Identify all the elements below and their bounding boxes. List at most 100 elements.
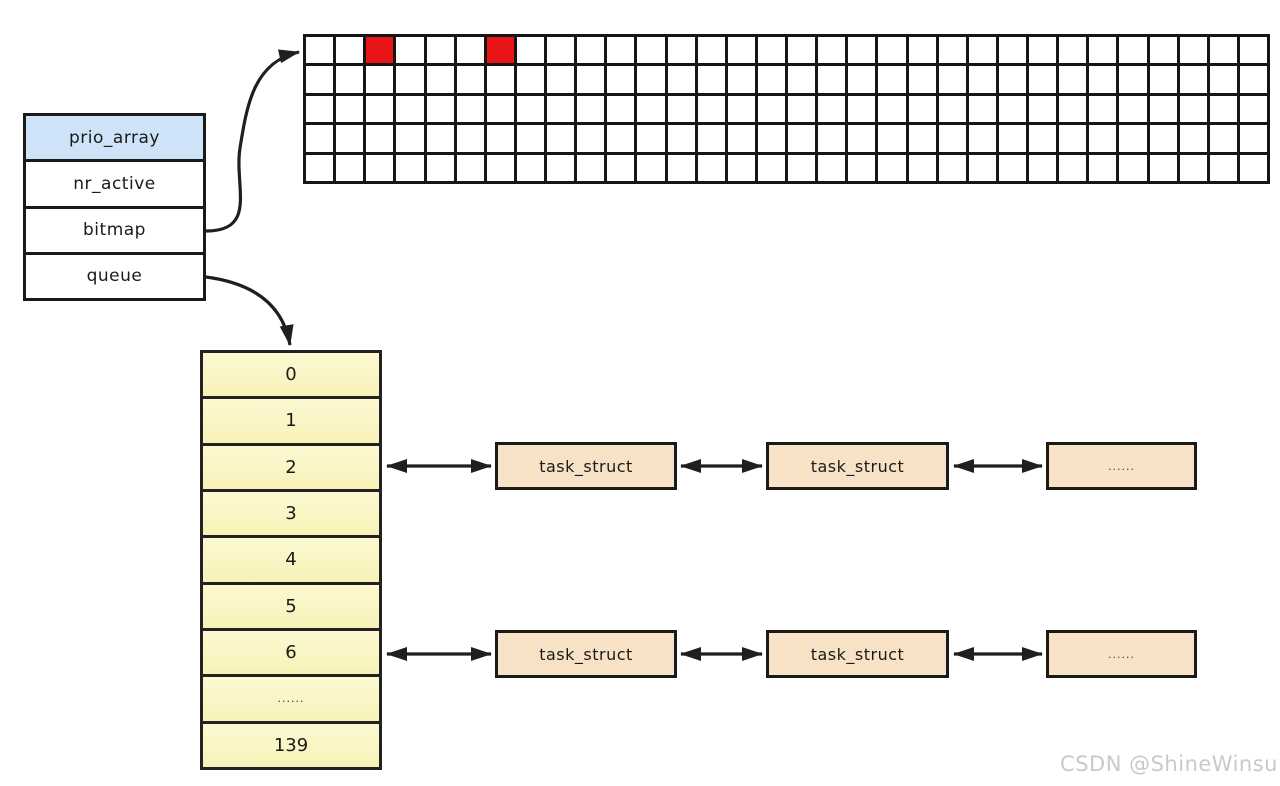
bitmap-cell	[1089, 95, 1117, 123]
bitmap-cell	[547, 154, 575, 181]
bitmap-cell	[516, 154, 544, 181]
bitmap-cell	[878, 154, 906, 181]
queue-row-0: 0	[203, 353, 379, 400]
bitmap-cell	[1029, 37, 1057, 64]
struct-row-nr_active: nr_active	[26, 162, 203, 209]
bitmap-cell	[1119, 37, 1147, 64]
bitmap-cell	[1179, 66, 1207, 93]
bitmap-cell	[697, 125, 725, 152]
bitmap-cell	[848, 125, 876, 152]
bitmap-cell	[1149, 37, 1177, 64]
bitmap-cell	[426, 154, 454, 181]
struct-row-queue: queue	[26, 254, 203, 298]
bitmap-cell	[908, 95, 936, 123]
bitmap-cell	[727, 66, 755, 93]
bitmap-cell	[818, 125, 846, 152]
bitmap-cell	[366, 154, 394, 181]
bitmap-cell	[396, 154, 424, 181]
bitmap-cell	[336, 37, 364, 64]
bitmap-cell	[878, 95, 906, 123]
bitmap-cell	[1119, 125, 1147, 152]
bitmap-cell	[848, 37, 876, 64]
bitmap-cell	[577, 125, 605, 152]
bitmap-cell	[667, 66, 695, 93]
bitmap-cell	[1059, 95, 1087, 123]
bitmap-cell	[456, 125, 484, 152]
bitmap-cell	[1239, 37, 1267, 64]
bitmap-cell	[878, 66, 906, 93]
bitmap-cell	[1209, 125, 1237, 152]
bitmap-cell	[396, 95, 424, 123]
bitmap-cell	[306, 37, 334, 64]
bitmap-cell	[667, 125, 695, 152]
bitmap-cell	[306, 125, 334, 152]
bitmap-cell	[757, 125, 785, 152]
bitmap-cell	[998, 154, 1026, 181]
task-more-box: ......	[1046, 442, 1197, 490]
bitmap-cell	[1179, 95, 1207, 123]
bitmap-cell	[697, 37, 725, 64]
bitmap-cell	[1029, 125, 1057, 152]
bitmap-cell	[336, 95, 364, 123]
bitmap-cell	[516, 66, 544, 93]
bitmap-cell	[1089, 66, 1117, 93]
bitmap-cell	[848, 154, 876, 181]
bitmap-cell	[607, 37, 635, 64]
bitmap-cell	[757, 154, 785, 181]
bitmap-cell	[547, 125, 575, 152]
bitmap-cell	[788, 125, 816, 152]
bitmap-cell	[667, 95, 695, 123]
bitmap-cell	[788, 95, 816, 123]
bitmap-cell	[938, 154, 966, 181]
bitmap-cell	[1029, 66, 1057, 93]
bitmap-cell	[577, 37, 605, 64]
bitmap-cell	[667, 154, 695, 181]
bitmap-cell	[697, 154, 725, 181]
bitmap-cell	[908, 154, 936, 181]
bitmap-cell	[1149, 66, 1177, 93]
bitmap-cell	[1239, 66, 1267, 93]
bitmap-cell	[998, 37, 1026, 64]
bitmap-cell	[788, 37, 816, 64]
bitmap-cell	[577, 95, 605, 123]
bitmap-cell	[366, 125, 394, 152]
bitmap-cell	[1059, 154, 1087, 181]
bitmap-cell	[727, 37, 755, 64]
bitmap-cell	[456, 37, 484, 64]
queue-row-3: 3	[203, 491, 379, 539]
task-struct-box: task_struct	[495, 442, 677, 490]
bitmap-cell	[1089, 37, 1117, 64]
bitmap-cell	[607, 66, 635, 93]
bitmap-cell	[1059, 66, 1087, 93]
bitmap-cell	[878, 37, 906, 64]
bitmap-cell	[968, 125, 996, 152]
bitmap-cell	[757, 95, 785, 123]
bitmap-cell	[1209, 154, 1237, 181]
bitmap-cell	[607, 125, 635, 152]
bitmap-cell	[968, 66, 996, 93]
bitmap-cell	[336, 154, 364, 181]
bitmap-cell	[637, 154, 665, 181]
bitmap-cell	[938, 95, 966, 123]
bitmap-cell	[1239, 125, 1267, 152]
queue-row-2: 2	[203, 445, 379, 492]
queue-row-4: 4	[203, 538, 379, 585]
bitmap-cell	[998, 95, 1026, 123]
bitmap-cell	[306, 95, 334, 123]
bitmap-cell	[366, 95, 394, 123]
bitmap-cell	[727, 154, 755, 181]
bitmap-cell	[426, 66, 454, 93]
bitmap-cell	[426, 125, 454, 152]
bitmap-cell	[426, 95, 454, 123]
bitmap-cell	[1089, 154, 1117, 181]
bitmap-cell	[938, 66, 966, 93]
bitmap-cell	[486, 95, 514, 123]
bitmap-cell	[1059, 125, 1087, 152]
bitmap-cell	[908, 66, 936, 93]
bitmap-cell	[667, 37, 695, 64]
bitmap-cell	[697, 66, 725, 93]
bitmap-cell	[1209, 37, 1237, 64]
queue-row-139: 139	[203, 723, 379, 767]
bitmap-cell	[788, 154, 816, 181]
